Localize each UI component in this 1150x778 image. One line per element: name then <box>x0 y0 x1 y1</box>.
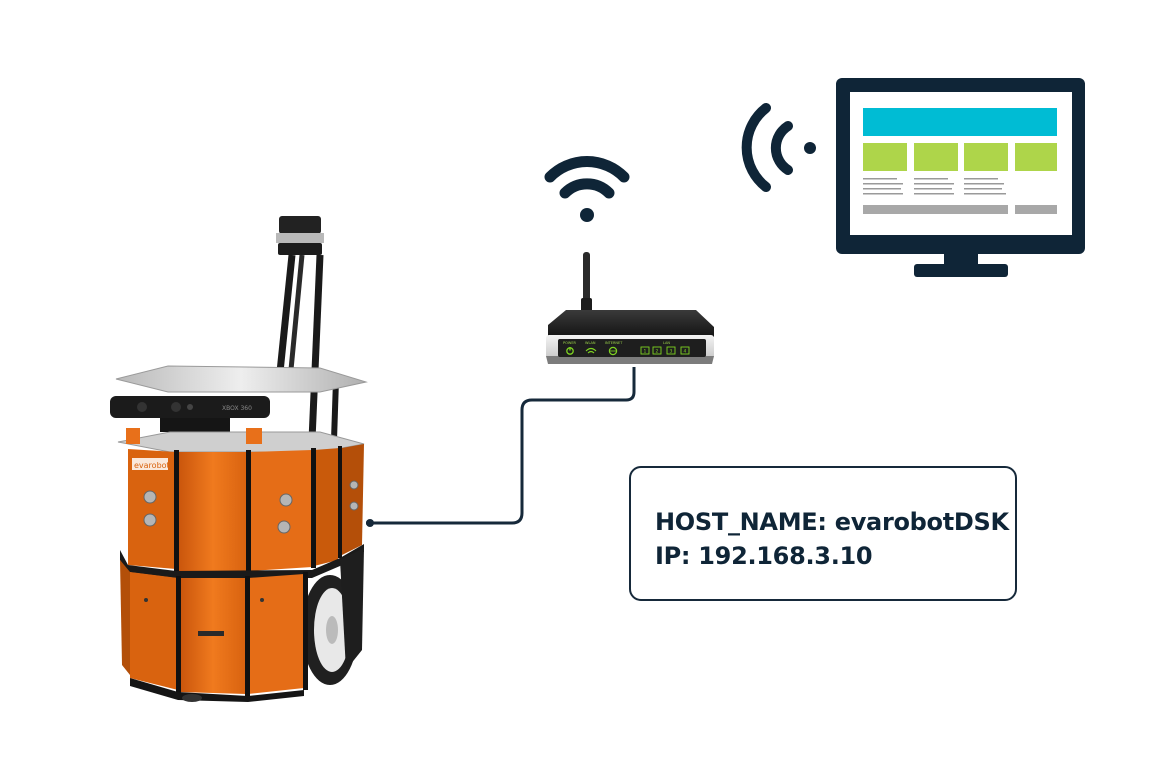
router-led-label-lan: LAN <box>663 341 670 345</box>
lan-port-3: 3 <box>670 349 673 355</box>
ethernet-cable <box>366 367 636 525</box>
lan-port-4: 4 <box>684 349 687 355</box>
screen-footer-bar <box>863 205 1008 214</box>
ip-address-text: IP: 192.168.3.10 <box>655 542 873 570</box>
screen-header-bar <box>863 108 1057 136</box>
router-led-label-internet: INTERNET <box>605 341 623 345</box>
screen-card <box>863 143 907 171</box>
wlan-led-icon <box>585 347 597 354</box>
camera-label: XBOX 360 <box>222 405 252 412</box>
host-info-box: HOST_NAME: evarobotDSK IP: 192.168.3.10 <box>629 466 1017 601</box>
brand-label: evarobot <box>134 461 170 470</box>
screen-card <box>1015 143 1057 171</box>
router-led-label-power: POWER <box>563 341 577 345</box>
screen-card <box>964 143 1008 171</box>
lan-port-1: 1 <box>644 349 647 355</box>
robot-image: XBOX 360 evarobot <box>110 216 368 702</box>
router-led-label-wlan: WLAN <box>585 341 596 345</box>
host-name-text: HOST_NAME: evarobotDSK <box>655 508 1009 536</box>
screen-card <box>914 143 958 171</box>
monitor-icon <box>836 78 1085 277</box>
wifi-signal-icon <box>741 103 816 192</box>
screen-footer-bar <box>1015 205 1057 214</box>
wifi-icon <box>544 156 630 222</box>
router-icon: POWER WLAN INTERNET LAN 1 2 3 4 <box>546 252 714 364</box>
lan-port-2: 2 <box>656 349 659 355</box>
